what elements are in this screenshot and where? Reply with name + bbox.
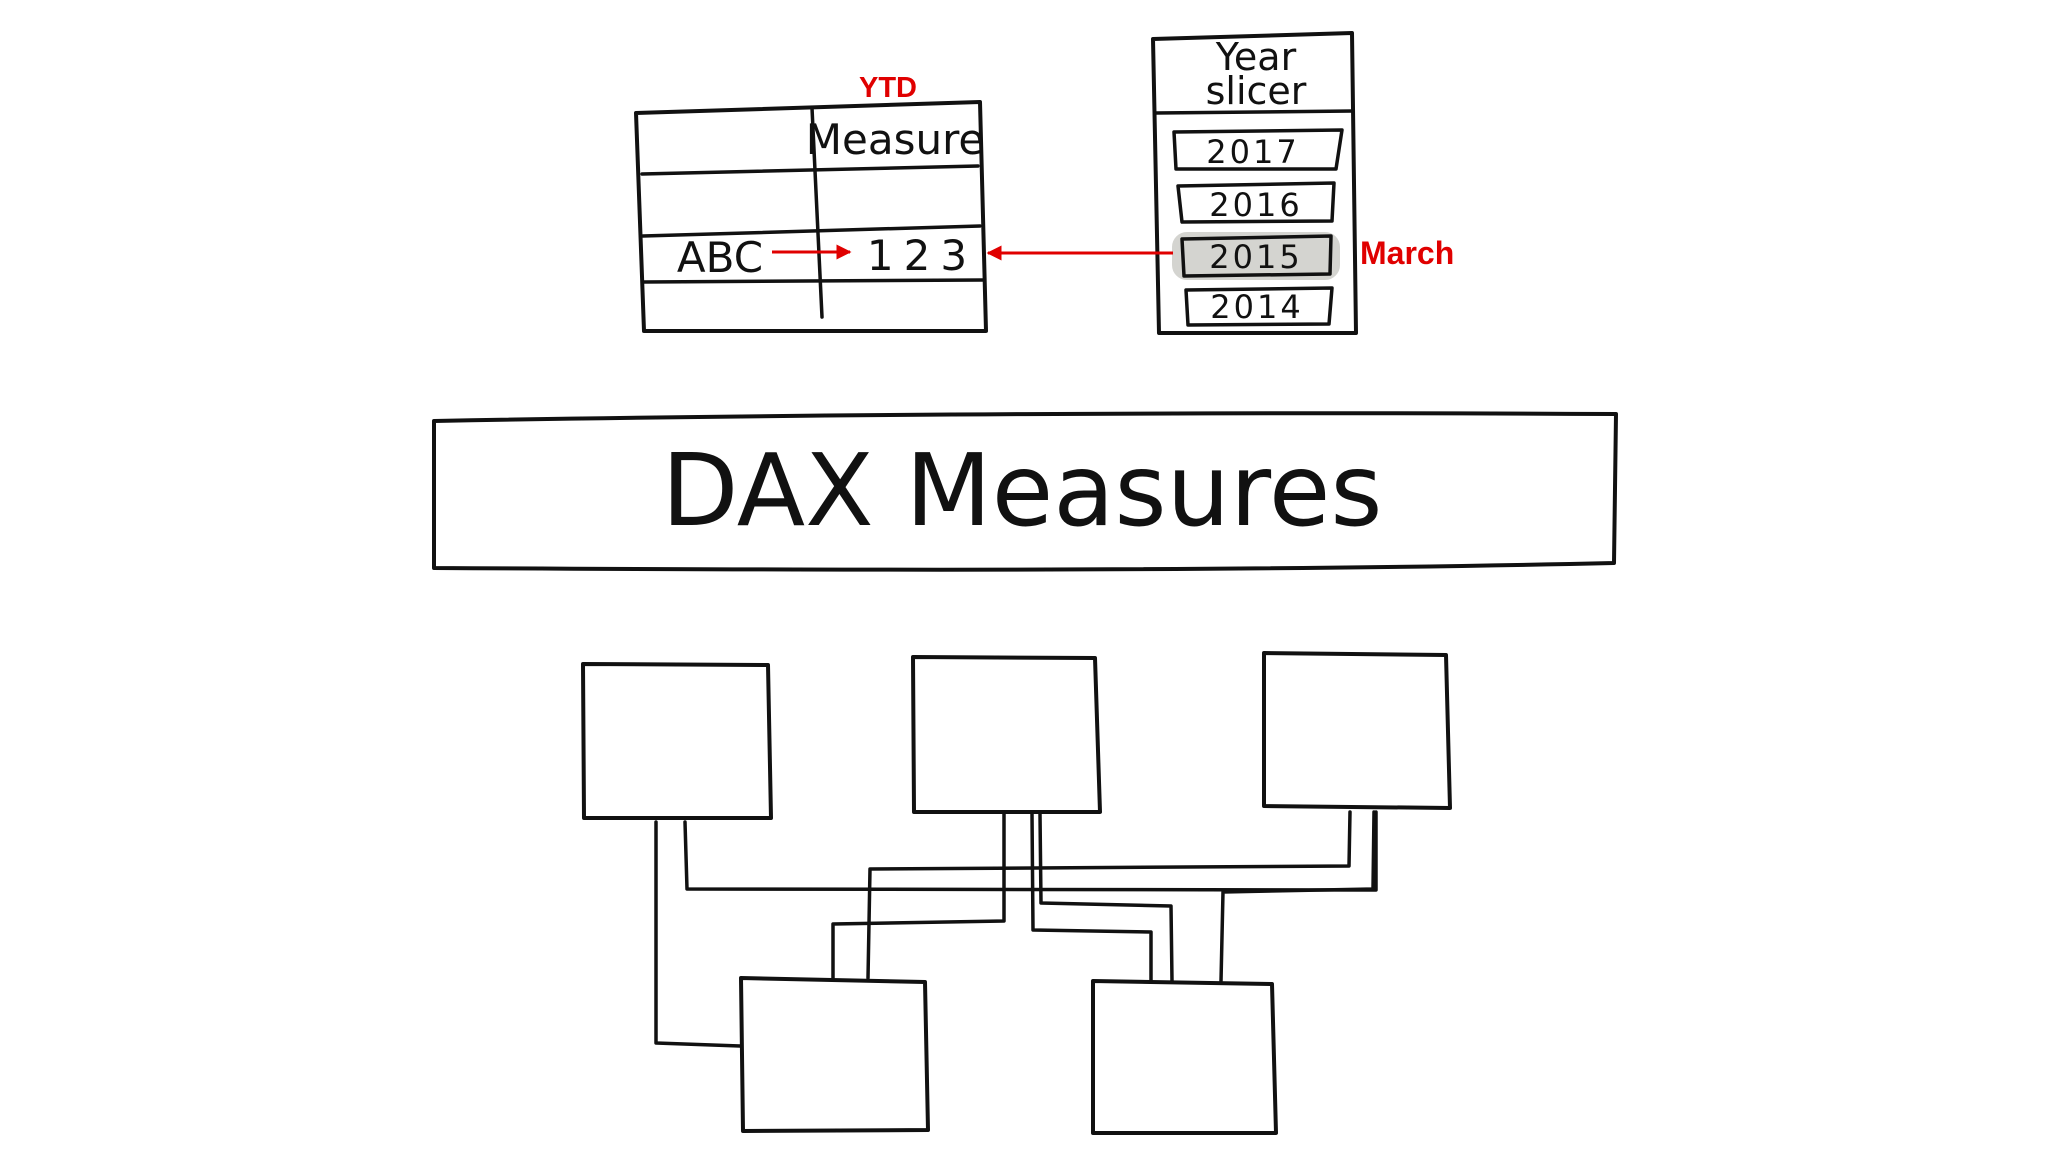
slicer-title-divider — [1154, 109, 1355, 115]
year-slicer: Year slicer — [1151, 31, 1358, 335]
model-table-1 — [581, 662, 773, 820]
banner-label: DAX Measures — [661, 432, 1382, 549]
table-row-divider-1 — [641, 224, 982, 238]
table-row-label: ABC — [677, 233, 763, 282]
slicer-item-2014[interactable]: 2014 — [1184, 286, 1334, 327]
model-table-3 — [1262, 651, 1452, 810]
relationship-t2-t5-b — [1038, 812, 1174, 983]
banner-outline — [432, 411, 1618, 572]
slicer-item-box — [1176, 181, 1336, 224]
slicer-title-year: Year — [1215, 35, 1297, 79]
relationship-t1-t4 — [654, 820, 742, 1048]
slicer-item-label: 2016 — [1209, 186, 1302, 224]
table-header-divider — [640, 164, 980, 176]
slicer-item-label: 2017 — [1206, 133, 1299, 171]
table-visual: Measure ABC 123 — [634, 100, 988, 333]
slicer-item-box — [1180, 234, 1333, 278]
march-annotation: March — [1360, 235, 1454, 271]
slicer-item-2015-selected[interactable]: 2015 — [1172, 232, 1340, 280]
model-table-2 — [911, 655, 1102, 814]
slicer-title-slicer: slicer — [1206, 69, 1307, 113]
slicer-item-label: 2014 — [1210, 288, 1303, 326]
slicer-item-box — [1184, 286, 1334, 327]
slicer-item-label: 2015 — [1209, 238, 1302, 276]
data-model — [581, 651, 1452, 1135]
relationship-t2-t4 — [831, 812, 1006, 980]
relationship-t3-t4 — [866, 810, 1352, 980]
table-row-divider-2 — [642, 278, 985, 284]
ytd-annotation: YTD — [859, 72, 917, 104]
slicer-item-box — [1172, 128, 1344, 171]
table-column-divider — [810, 106, 824, 319]
slicer-outline — [1151, 31, 1358, 335]
model-table-5 — [1091, 979, 1278, 1135]
table-outline — [634, 100, 988, 333]
slicer-item-2017[interactable]: 2017 — [1172, 128, 1344, 171]
relationship-t2-t5-a — [1030, 812, 1153, 983]
selected-highlight — [1172, 232, 1340, 280]
model-table-4 — [739, 976, 930, 1133]
slicer-item-2016[interactable]: 2016 — [1176, 181, 1336, 224]
table-row-value: 123 — [867, 231, 977, 280]
relationship-t3-t5 — [1219, 810, 1376, 983]
dax-measures-banner: DAX Measures — [432, 411, 1618, 572]
table-header-measure: Measure — [806, 115, 985, 164]
